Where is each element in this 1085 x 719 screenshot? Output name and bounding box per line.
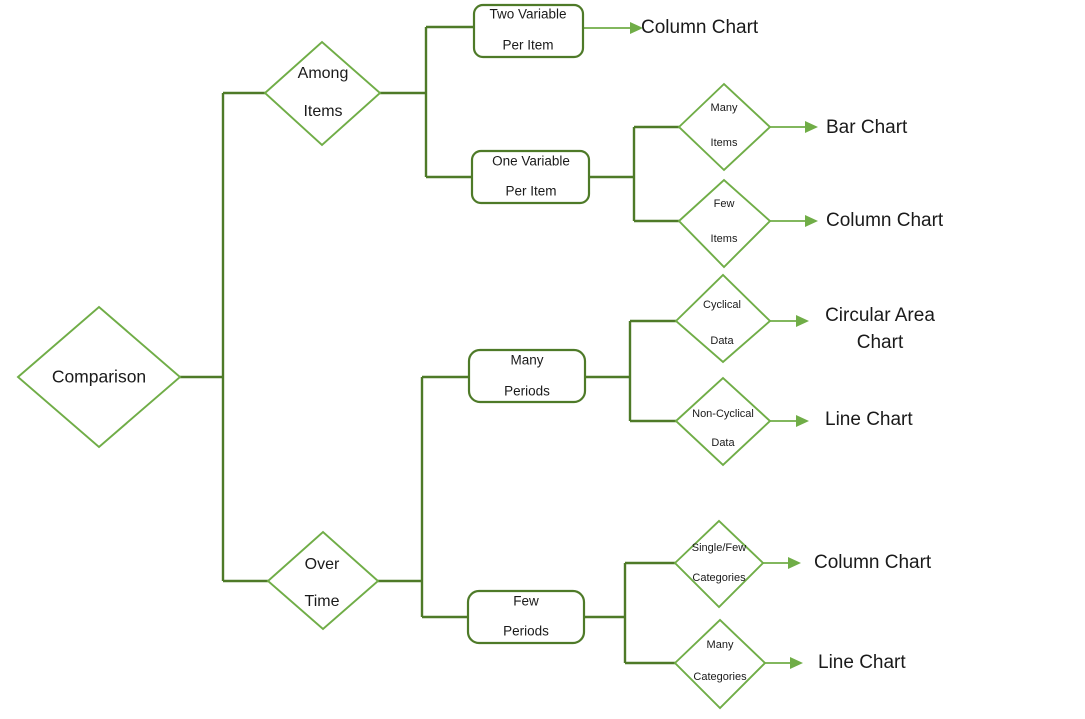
node-over-time[interactable]: Over Time [266,530,380,631]
outcome-7-text: Line Chart [818,652,906,673]
outcome-6-text: Column Chart [814,552,932,573]
two-variable-per-item-line1: Two Variable [489,7,566,22]
arrow-head-outcome2 [805,121,818,133]
single-few-categories-diamond-shape [673,519,765,609]
few-periods-box-shape [466,589,586,645]
two-variable-per-item-box-shape [472,3,585,59]
cyclical-data-line2: Data [710,335,734,347]
few-periods-line1: Few [513,594,539,609]
cyclical-data-diamond-shape [674,273,772,364]
arrow-head-outcome1 [630,22,643,34]
non-cyclical-data-line2: Data [711,437,735,449]
node-comparison[interactable]: Comparison [16,305,182,449]
non-cyclical-data-diamond-shape [674,376,772,467]
node-two-variable-per-item[interactable]: Two Variable Per Item [472,3,585,59]
single-few-categories-line2: Categories [692,572,746,584]
among-items-diamond-shape [263,40,382,147]
over-time-label-line2: Time [305,593,340,610]
many-items-diamond-shape [677,82,772,172]
outcome-label-4: Circular Area Chart [825,305,935,353]
arrow-head-outcome6 [788,557,801,569]
cyclical-data-line1: Cyclical [703,299,741,311]
many-items-line1: Many [711,102,738,114]
over-time-label-line1: Over [305,556,340,573]
node-among-items[interactable]: Among Items [263,40,382,147]
many-items-line2: Items [711,137,738,149]
arrow-head-outcome5 [796,415,809,427]
outcome-2-text: Bar Chart [826,117,908,138]
many-categories-line2: Categories [693,671,747,683]
node-non-cyclical-data[interactable]: Non-Cyclical Data [674,376,772,467]
one-variable-per-item-line2: Per Item [505,184,556,199]
outcome-label-5: Line Chart [825,409,913,430]
outcome-5-text: Line Chart [825,409,913,430]
outcome-label-7: Line Chart [818,652,906,673]
node-cyclical-data[interactable]: Cyclical Data [674,273,772,364]
comparison-diamond-shape [16,305,182,449]
many-categories-diamond-shape [673,618,767,710]
among-items-label-line2: Items [303,103,342,120]
node-many-periods[interactable]: Many Periods [467,348,587,404]
node-single-few-categories[interactable]: Single/Few Categories [673,519,765,609]
arrow-head-outcome3 [805,215,818,227]
connector-layer [180,22,818,669]
node-many-categories[interactable]: Many Categories [673,618,767,710]
comparison-label: Comparison [52,367,146,387]
many-periods-box-shape [467,348,587,404]
outcome-4-text-line1: Circular Area [825,305,935,326]
few-items-line2: Items [711,233,738,245]
over-time-diamond-shape [266,530,380,631]
few-periods-line2: Periods [503,624,549,639]
node-one-variable-per-item[interactable]: One Variable Per Item [470,149,591,205]
arrow-head-outcome7 [790,657,803,669]
outcome-label-1: Column Chart [641,17,759,38]
one-variable-per-item-box-shape [470,149,591,205]
arrow-head-outcome4 [796,315,809,327]
among-items-label-line1: Among [298,65,349,82]
few-items-line1: Few [714,198,735,210]
outcome-label-6: Column Chart [814,552,932,573]
node-few-periods[interactable]: Few Periods [466,589,586,645]
outcome-4-text-line2: Chart [857,332,904,353]
single-few-categories-line1: Single/Few [692,542,746,554]
many-categories-line1: Many [707,639,734,651]
outcome-1-text: Column Chart [641,17,759,38]
two-variable-per-item-line2: Per Item [502,38,553,53]
one-variable-per-item-line1: One Variable [492,154,570,169]
many-periods-line1: Many [510,353,543,368]
few-items-diamond-shape [677,178,772,269]
outcome-label-2: Bar Chart [826,117,908,138]
node-many-items[interactable]: Many Items [677,82,772,172]
outcome-3-text: Column Chart [826,210,944,231]
many-periods-line2: Periods [504,384,550,399]
node-few-items[interactable]: Few Items [677,178,772,269]
outcome-label-3: Column Chart [826,210,944,231]
non-cyclical-data-line1: Non-Cyclical [692,408,754,420]
